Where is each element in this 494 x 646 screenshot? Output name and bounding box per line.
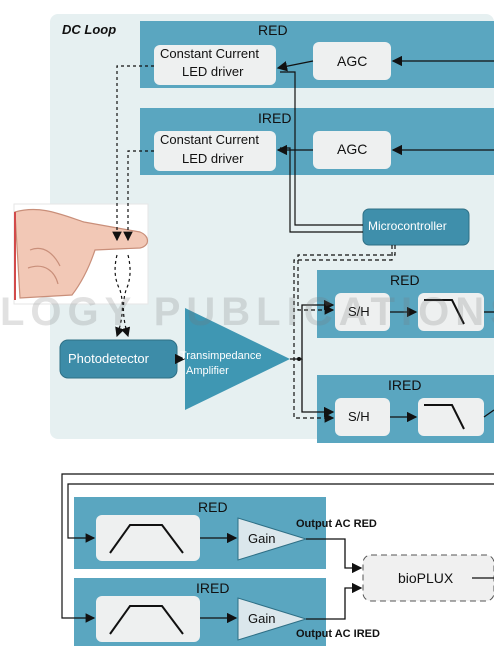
top-ired-agc-label: AGC: [337, 141, 367, 157]
sh-ired-title: IRED: [388, 377, 421, 393]
bioplux-label: bioPLUX: [398, 570, 453, 586]
output-ac-red: Output AC RED: [296, 518, 377, 530]
microcontroller-label: Microcontroller: [368, 219, 447, 233]
ac-ired-title: IRED: [196, 580, 229, 596]
top-ired-driver-line2: LED driver: [182, 151, 243, 166]
tia-line2: Amplifier: [186, 365, 229, 377]
dc-loop-label: DC Loop: [62, 22, 116, 37]
top-red-agc-label: AGC: [337, 53, 367, 69]
top-red-driver-line2: LED driver: [182, 64, 243, 79]
ac-red-gain: Gain: [248, 531, 275, 546]
top-ired-driver-line1: Constant Current: [160, 132, 259, 147]
top-red-label: RED: [258, 22, 288, 38]
ac-ired-gain: Gain: [248, 611, 275, 626]
output-ac-ired: Output AC IRED: [296, 628, 380, 640]
top-ired-label: IRED: [258, 110, 291, 126]
watermark-text: LOGY PUBLICATIONS: [0, 290, 494, 335]
ac-red-title: RED: [198, 499, 228, 515]
tia-line1: Transimpedance: [180, 350, 262, 362]
sh-ired-label: S/H: [348, 409, 370, 424]
top-red-driver-line1: Constant Current: [160, 46, 259, 61]
sh-red-title: RED: [390, 272, 420, 288]
photodetector-label: Photodetector: [68, 351, 149, 366]
